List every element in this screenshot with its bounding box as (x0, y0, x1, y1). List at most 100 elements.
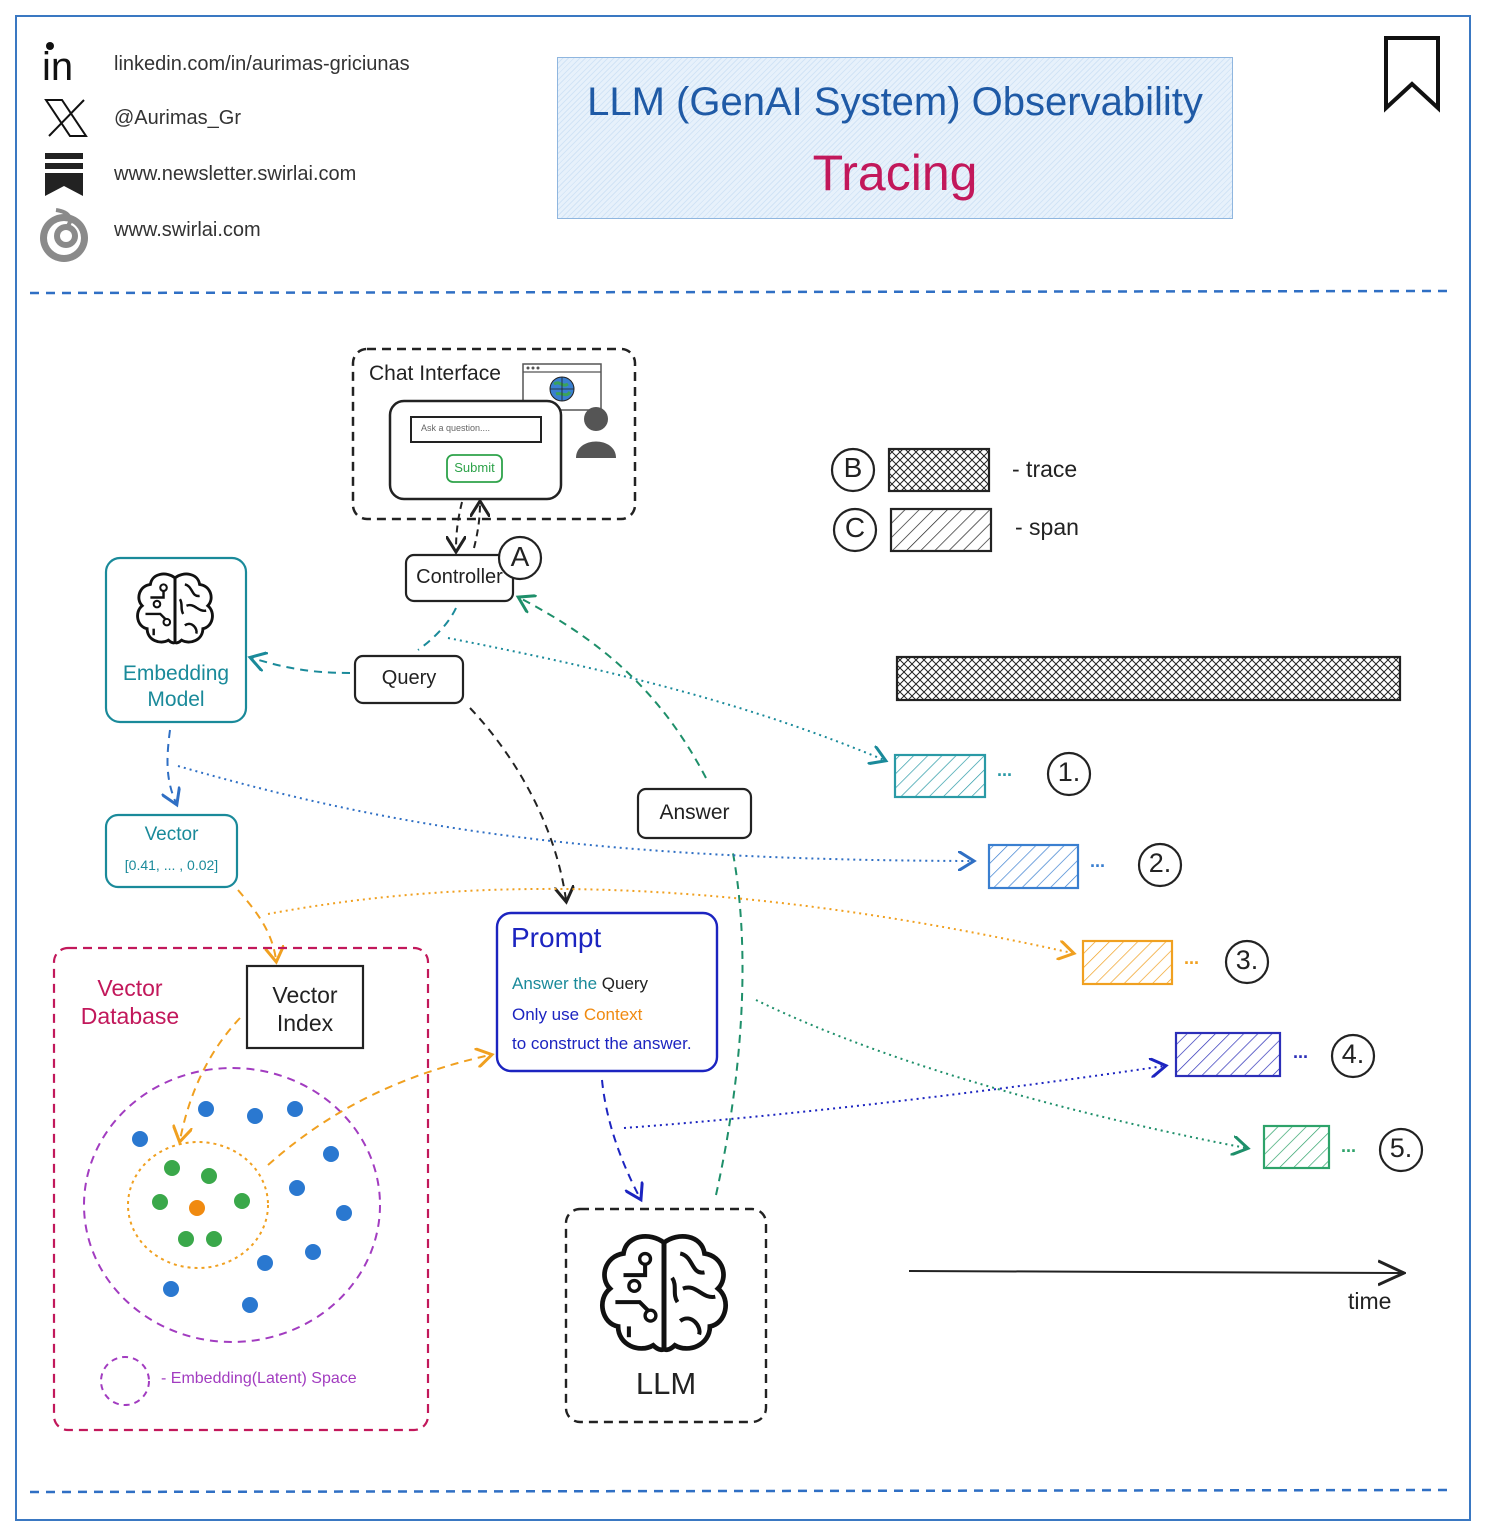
span-3-label: 3. (1235, 945, 1259, 975)
context-to-prompt-arrow (267, 1055, 490, 1166)
llm-to-answer-line (715, 847, 744, 1196)
footer-divider (29, 1488, 1451, 1494)
vector-database-label-2: Database (80, 1003, 180, 1029)
marker-a-label: A (510, 541, 530, 572)
marker-c (832, 507, 878, 553)
prompt-to-llm-arrow (601, 1079, 640, 1198)
vector-database-frame (52, 946, 430, 1432)
marker-a (497, 535, 543, 581)
latent-space-legend-icon (100, 1356, 150, 1406)
vector-label: Vector (144, 824, 199, 845)
span-1-label: 1. (1057, 757, 1081, 787)
answer-to-controller-arrow (520, 598, 707, 779)
time-axis (908, 1271, 1402, 1273)
submit-button[interactable] (446, 454, 503, 483)
linkedin-link[interactable]: linkedin.com/in/aurimas-griciunas (114, 53, 410, 75)
vector-index-label-1: Vector (272, 982, 338, 1008)
latent-space-legend-label: - Embedding(Latent) Space (161, 1370, 357, 1387)
span-2-label: 2. (1148, 848, 1172, 878)
page-title: LLM (GenAI System) Observability (587, 80, 1203, 124)
embedding-model-label-1: Embedding (122, 662, 230, 685)
vector-node (104, 813, 239, 889)
swirl-icon[interactable] (40, 208, 88, 262)
prompt-line-1b: Query (601, 974, 649, 993)
span2-link (177, 765, 972, 861)
span-legend-label: - span (1015, 514, 1079, 540)
span-5-bar (1262, 1124, 1331, 1170)
chat-window (388, 399, 563, 501)
span-2-ellipsis: ... (1090, 851, 1106, 871)
x-icon[interactable] (44, 99, 88, 137)
title-banner: LLM (GenAI System) Observability Tracing (557, 57, 1233, 219)
span-4-ellipsis: ... (1293, 1042, 1309, 1062)
prompt-line-2: Only use Context (512, 1005, 642, 1025)
span-3-marker (1224, 939, 1270, 985)
llm-frame (564, 1207, 768, 1424)
span4-link (623, 1066, 1164, 1129)
time-axis-label: time (1348, 1288, 1392, 1314)
prompt-node (495, 911, 719, 1073)
website-link[interactable]: www.swirlai.com (114, 219, 261, 241)
controller-label: Controller (416, 566, 503, 588)
query-node (353, 654, 465, 705)
trace-legend-label: - trace (1012, 456, 1078, 482)
question-input-placeholder: Ask a question.... (421, 423, 491, 433)
llm-label: LLM (635, 1366, 697, 1401)
vector-index-label-2: Index (276, 1010, 334, 1036)
bookmark-icon[interactable] (1384, 36, 1440, 113)
span-1-ellipsis: ... (997, 760, 1013, 780)
span-5-label: 5. (1389, 1133, 1413, 1163)
x-handle-link[interactable]: @Aurimas_Gr (114, 107, 241, 129)
vector-database-label-1: Vector (97, 975, 163, 1001)
prompt-line-3: to construct the answer. (512, 1034, 692, 1053)
newsletter-icon[interactable] (45, 153, 83, 196)
span3-link (267, 887, 1072, 953)
span5-link (755, 999, 1246, 1148)
llm-brain-icon (602, 1236, 725, 1349)
prompt-line-1a: Answer the (512, 974, 602, 993)
span-4-label: 4. (1341, 1039, 1365, 1069)
index-to-space-arrow (180, 1017, 241, 1140)
embedding-to-vector-arrow (168, 729, 176, 803)
vector-to-index-arrow (237, 889, 276, 960)
span-legend-swatch (889, 507, 993, 553)
answer-label: Answer (659, 801, 730, 824)
marker-c-label: C (844, 512, 866, 543)
vector-index-node (245, 964, 365, 1050)
span-3-ellipsis: ... (1184, 948, 1200, 968)
linkedin-icon[interactable]: in (42, 42, 73, 89)
submit-button-label: Submit (454, 460, 495, 475)
embedding-space (83, 1067, 381, 1343)
span-3-bar (1081, 939, 1174, 986)
chat-interface-label: Chat Interface (369, 362, 501, 385)
embedding-model-label-2: Model (147, 688, 205, 711)
span-2-marker (1137, 842, 1183, 888)
query-label: Query (381, 667, 437, 689)
answer-node (636, 787, 753, 840)
span-1-bar (893, 753, 987, 799)
embedding-points (132, 1101, 352, 1313)
trace-bar (895, 655, 1402, 702)
span1-link (447, 637, 884, 760)
span-1-marker (1046, 751, 1092, 797)
controller-to-chat-arrow (474, 503, 480, 549)
page-subtitle: Tracing (812, 145, 978, 201)
question-input[interactable] (410, 416, 542, 443)
span-5-ellipsis: ... (1341, 1136, 1357, 1156)
span-4-marker (1330, 1033, 1376, 1079)
user-icon (576, 407, 616, 458)
prompt-title: Prompt (511, 922, 602, 953)
newsletter-link[interactable]: www.newsletter.swirlai.com (114, 163, 357, 185)
span-4-bar (1174, 1031, 1282, 1078)
prompt-line-2a: Only use (512, 1005, 584, 1024)
chat-interface-frame (351, 347, 637, 521)
marker-b (830, 447, 876, 493)
marker-b-label: B (843, 452, 863, 483)
query-to-embedding-arrow (252, 658, 351, 674)
context-neighborhood (127, 1141, 269, 1269)
prompt-line-1: Answer the Query (512, 974, 648, 994)
span-5-marker (1378, 1127, 1424, 1173)
query-to-prompt-arrow (469, 707, 566, 900)
trace-legend-swatch (887, 447, 991, 493)
